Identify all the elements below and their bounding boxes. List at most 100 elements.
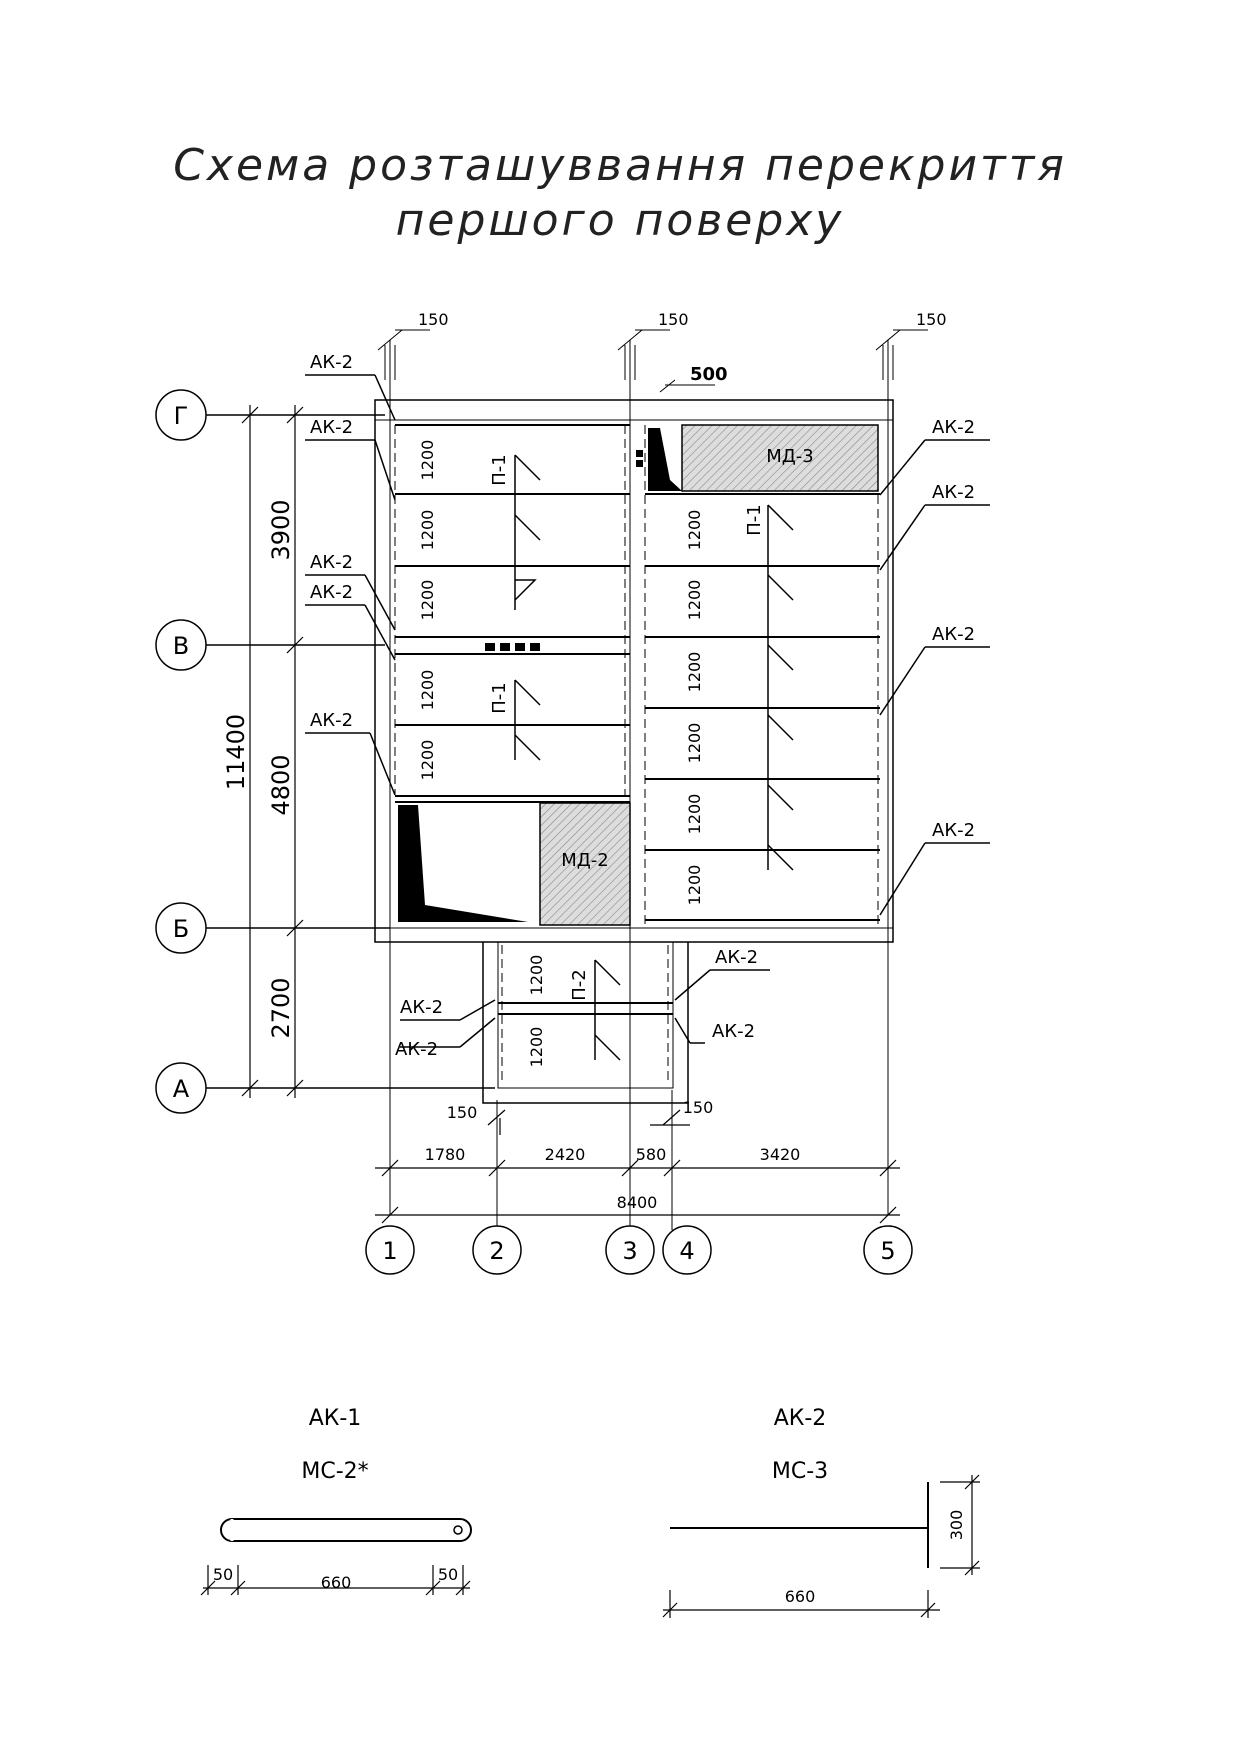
detail-ak2: АК-2 МС-3 300 660 <box>662 1406 980 1618</box>
dim-span-g-v: 3900 <box>267 499 295 560</box>
detail-ak2-height: 300 <box>947 1510 966 1541</box>
svg-text:1200: 1200 <box>685 510 704 551</box>
svg-text:П-1: П-1 <box>489 454 510 485</box>
anchor-label: АК-2 <box>715 947 758 968</box>
axis-row-a: А <box>155 1062 495 1114</box>
anchor-label: АК-2 <box>310 582 353 603</box>
svg-text:1200: 1200 <box>527 955 546 996</box>
anchor-label: АК-2 <box>395 1039 438 1060</box>
svg-text:1200: 1200 <box>418 440 437 481</box>
slab-lines-porch <box>498 1002 673 1015</box>
anchor-label: АК-2 <box>932 482 975 503</box>
dim-span-2-3: 2420 <box>545 1145 586 1164</box>
svg-text:4: 4 <box>679 1237 694 1265</box>
svg-text:1200: 1200 <box>685 652 704 693</box>
svg-text:2: 2 <box>489 1237 504 1265</box>
anchor-label: АК-2 <box>932 624 975 645</box>
svg-text:П-1: П-1 <box>489 682 510 713</box>
slab-span-labels: 1200 1200 1200 1200 1200 1200 1200 1200 … <box>418 440 704 1068</box>
svg-text:МД-2: МД-2 <box>561 850 609 871</box>
slab-mark-p1-top: П-1 <box>489 454 541 610</box>
dim-wall-150-col3: 150 <box>658 310 689 329</box>
ventilation-openings <box>485 450 643 651</box>
dim-wall-150-col1: 150 <box>418 310 449 329</box>
dim-span-1-2: 1780 <box>425 1145 466 1164</box>
detail-ak1-left: 50 <box>213 1565 233 1584</box>
axis-col-3: 3 <box>605 1225 655 1275</box>
detail-ak1: АК-1 МС-2* 50 660 50 <box>200 1406 472 1596</box>
axis-row-b: Б <box>155 902 390 954</box>
svg-text:МД-3: МД-3 <box>766 446 814 467</box>
svg-text:1200: 1200 <box>685 723 704 764</box>
svg-text:1200: 1200 <box>418 670 437 711</box>
detail-ak1-name: АК-1 <box>309 1406 362 1431</box>
sheet-title-line-1: Схема розташуввання перекриття <box>173 140 1067 191</box>
detail-ak2-mark: МС-3 <box>772 1459 828 1484</box>
anchor-label: АК-2 <box>310 417 353 438</box>
anchor-label: АК-2 <box>932 417 975 438</box>
row-axes: Г В Б А <box>155 389 495 1114</box>
dim-span-4-5: 3420 <box>760 1145 801 1164</box>
svg-text:Г: Г <box>174 402 189 430</box>
anchor-label: АК-2 <box>310 552 353 573</box>
slab-mark-p2: П-2 <box>569 959 621 1061</box>
anchor-labels: АК-2 АК-2 АК-2 АК-2 АК-2 АК-2 АК-2 АК-2 … <box>310 352 975 1060</box>
building-outline <box>374 399 894 1104</box>
svg-text:П-1: П-1 <box>744 504 765 535</box>
hidden-wall-lines <box>394 425 879 1085</box>
svg-text:1200: 1200 <box>685 794 704 835</box>
axis-col-5: 5 <box>863 1225 913 1275</box>
detail-ak1-right: 50 <box>438 1565 458 1584</box>
detail-ak1-mark: МС-2* <box>301 1459 368 1484</box>
sheet-title-line-2: першого поверху <box>395 195 845 246</box>
dim-total-width: 8400 <box>617 1193 658 1212</box>
slab-mark-p1-mid: П-1 <box>489 679 541 761</box>
svg-text:В: В <box>173 632 189 660</box>
slab-mark-p1-right: П-1 <box>744 504 794 871</box>
anchor-callouts <box>305 374 990 1048</box>
dim-span-3-4: 580 <box>636 1145 667 1164</box>
detail-ak2-length: 660 <box>785 1587 816 1606</box>
anchor-label: АК-2 <box>310 710 353 731</box>
slab-lines-right <box>645 493 880 921</box>
infill-wedges <box>398 428 682 922</box>
axis-row-v: В <box>155 619 385 671</box>
anchor-label: АК-2 <box>310 352 353 373</box>
anchor-label: АК-2 <box>932 820 975 841</box>
svg-text:П-2: П-2 <box>569 969 590 1000</box>
dim-span-b-a: 2700 <box>267 977 295 1038</box>
axis-col-2: 2 <box>472 1225 522 1275</box>
wall-thickness-marks-top <box>377 329 928 401</box>
svg-text:1200: 1200 <box>418 510 437 551</box>
column-axes: 1 2 3 4 5 <box>365 1225 913 1275</box>
monolithic-zone-md2: МД-2 <box>539 802 631 926</box>
svg-text:5: 5 <box>880 1237 895 1265</box>
dim-span-v-b: 4800 <box>267 754 295 815</box>
svg-text:А: А <box>173 1075 190 1103</box>
anchor-label: АК-2 <box>400 997 443 1018</box>
anchor-label: АК-2 <box>712 1021 755 1042</box>
svg-text:Б: Б <box>173 915 189 943</box>
dim-wall-150-col5: 150 <box>916 310 947 329</box>
svg-text:3: 3 <box>622 1237 637 1265</box>
dim-wall-150-porch-right: 150 <box>683 1098 714 1117</box>
svg-text:1200: 1200 <box>418 740 437 781</box>
horizontal-dimensions <box>375 1109 900 1224</box>
axis-col-4: 4 <box>662 1225 712 1275</box>
slab-lines-left <box>395 424 630 803</box>
svg-text:1200: 1200 <box>527 1027 546 1068</box>
svg-text:1200: 1200 <box>685 865 704 906</box>
dim-wall-150-porch-left: 150 <box>447 1103 478 1122</box>
svg-text:1200: 1200 <box>418 580 437 621</box>
monolithic-zone-md3: МД-3 <box>681 424 879 492</box>
axis-col-1: 1 <box>365 1225 415 1275</box>
svg-text:1200: 1200 <box>685 580 704 621</box>
dim-gap-500: 500 <box>690 364 728 385</box>
dim-total-height: 11400 <box>222 714 250 790</box>
detail-ak1-length: 660 <box>321 1573 352 1592</box>
vertical-dimensions <box>241 405 304 1098</box>
detail-ak2-name: АК-2 <box>774 1406 827 1431</box>
svg-text:1: 1 <box>382 1237 397 1265</box>
